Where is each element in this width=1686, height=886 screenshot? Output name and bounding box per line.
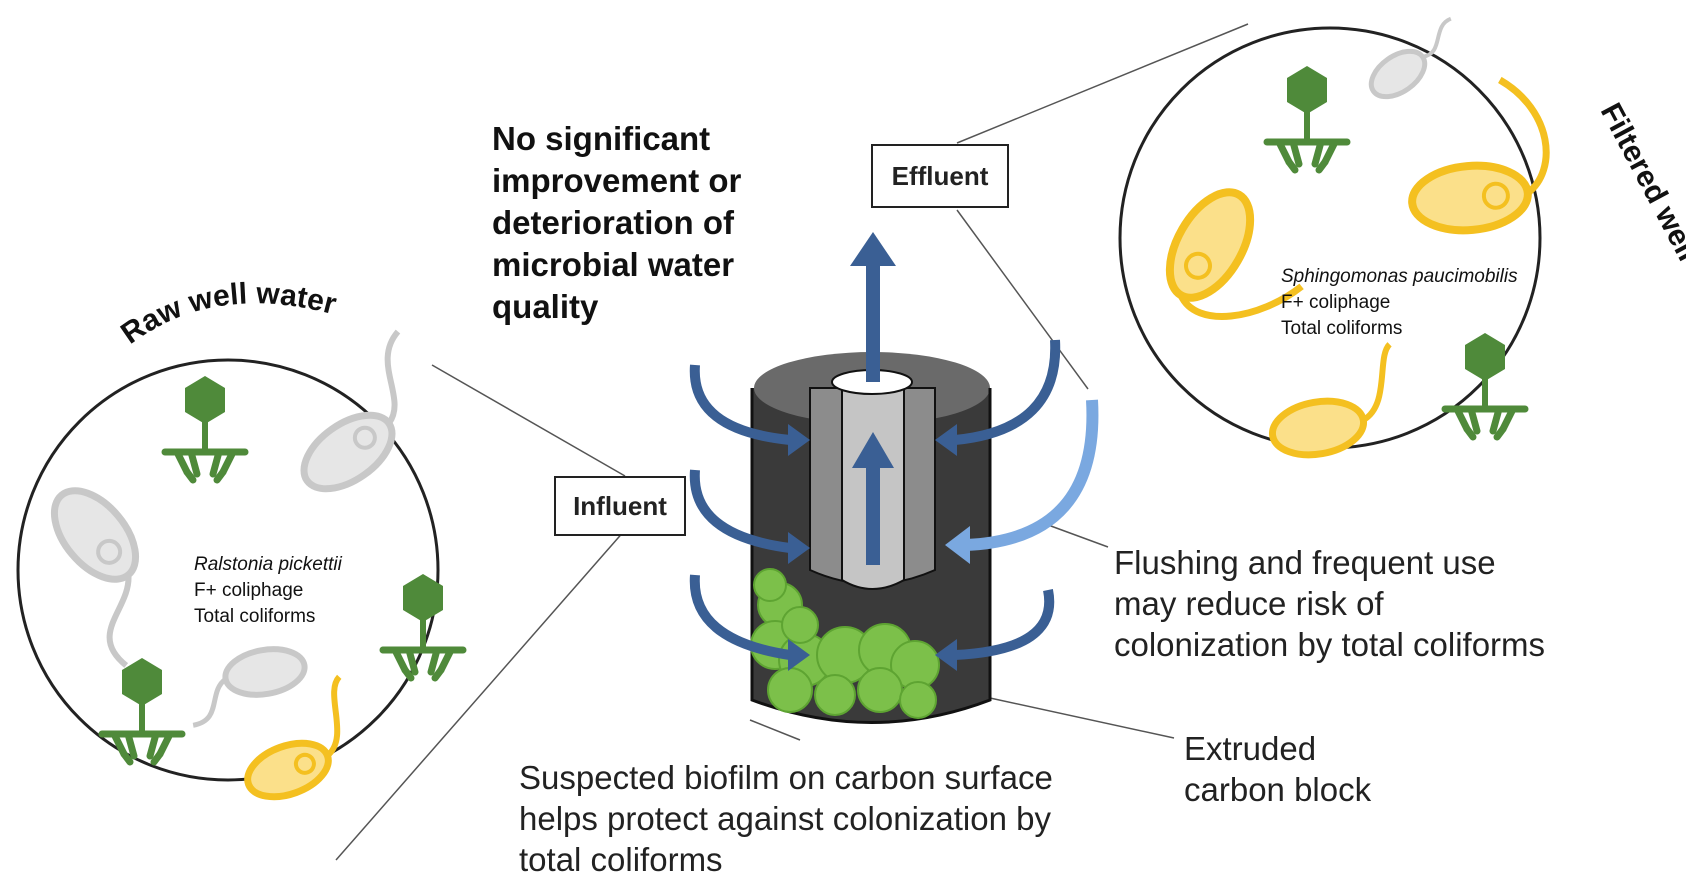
connector-lines bbox=[335, 23, 1249, 861]
headline-line: microbial water bbox=[492, 246, 735, 283]
flushing-line: Flushing and frequent use bbox=[1114, 544, 1496, 581]
bacterium-icon bbox=[1368, 16, 1452, 100]
biofilm-line: total coliforms bbox=[519, 841, 723, 878]
bacterium-icon bbox=[244, 674, 342, 801]
headline-line: No significant bbox=[492, 120, 711, 157]
bacterium-icon bbox=[192, 646, 308, 728]
headline: No significant improvement or deteriorat… bbox=[492, 118, 832, 328]
carbon-line: Extruded bbox=[1184, 730, 1317, 767]
filtered-coliphage: F+ coliphage bbox=[1281, 292, 1391, 313]
flow-arrows bbox=[689, 232, 1099, 671]
raw-water-circle: Raw well water bbox=[16, 277, 463, 801]
carbon-block-label: Extruded carbon block bbox=[1184, 728, 1371, 810]
biofilm-note: Suspected biofilm on carbon surface help… bbox=[519, 757, 1053, 880]
raw-title: Raw well water bbox=[115, 277, 340, 350]
carbon-line: carbon block bbox=[1184, 771, 1372, 808]
raw-organism-list: Ralstonia pickettii F+ coliphage Total c… bbox=[194, 552, 342, 630]
flushing-note: Flushing and frequent use may reduce ris… bbox=[1114, 542, 1545, 665]
flushing-line: may reduce risk of bbox=[1114, 585, 1384, 622]
bacterium-icon bbox=[1408, 76, 1550, 235]
filtered-species: Sphingomonas paucimobilis bbox=[1281, 266, 1518, 287]
effluent-label: Effluent bbox=[871, 144, 1009, 208]
flushing-line: colonization by total coliforms bbox=[1114, 626, 1546, 663]
headline-line: deterioration of bbox=[492, 204, 735, 241]
biofilm-line: helps protect against colonization by bbox=[519, 800, 1051, 837]
headline-line: quality bbox=[492, 288, 599, 325]
effluent-text: Effluent bbox=[891, 160, 989, 191]
filtered-title: Filtered well water bbox=[1594, 98, 1686, 343]
bacterium-icon bbox=[1165, 188, 1304, 320]
filtered-organism-list: Sphingomonas paucimobilis F+ coliphage T… bbox=[1281, 264, 1518, 342]
raw-coliforms: Total coliforms bbox=[194, 606, 316, 627]
influent-label: Influent bbox=[554, 476, 686, 536]
raw-species: Ralstonia pickettii bbox=[194, 554, 342, 575]
filtered-coliforms: Total coliforms bbox=[1281, 318, 1403, 339]
biofilm-icon bbox=[750, 568, 940, 719]
bacterium-icon bbox=[50, 487, 140, 668]
bacterium-icon bbox=[300, 329, 401, 493]
bacterium-icon bbox=[1268, 342, 1393, 459]
raw-coliphage: F+ coliphage bbox=[194, 580, 304, 601]
filtered-water-circle: Filtered well water bbox=[1118, 16, 1686, 459]
biofilm-line: Suspected biofilm on carbon surface bbox=[519, 759, 1053, 796]
influent-text: Influent bbox=[573, 490, 667, 521]
headline-line: improvement or bbox=[492, 162, 742, 199]
